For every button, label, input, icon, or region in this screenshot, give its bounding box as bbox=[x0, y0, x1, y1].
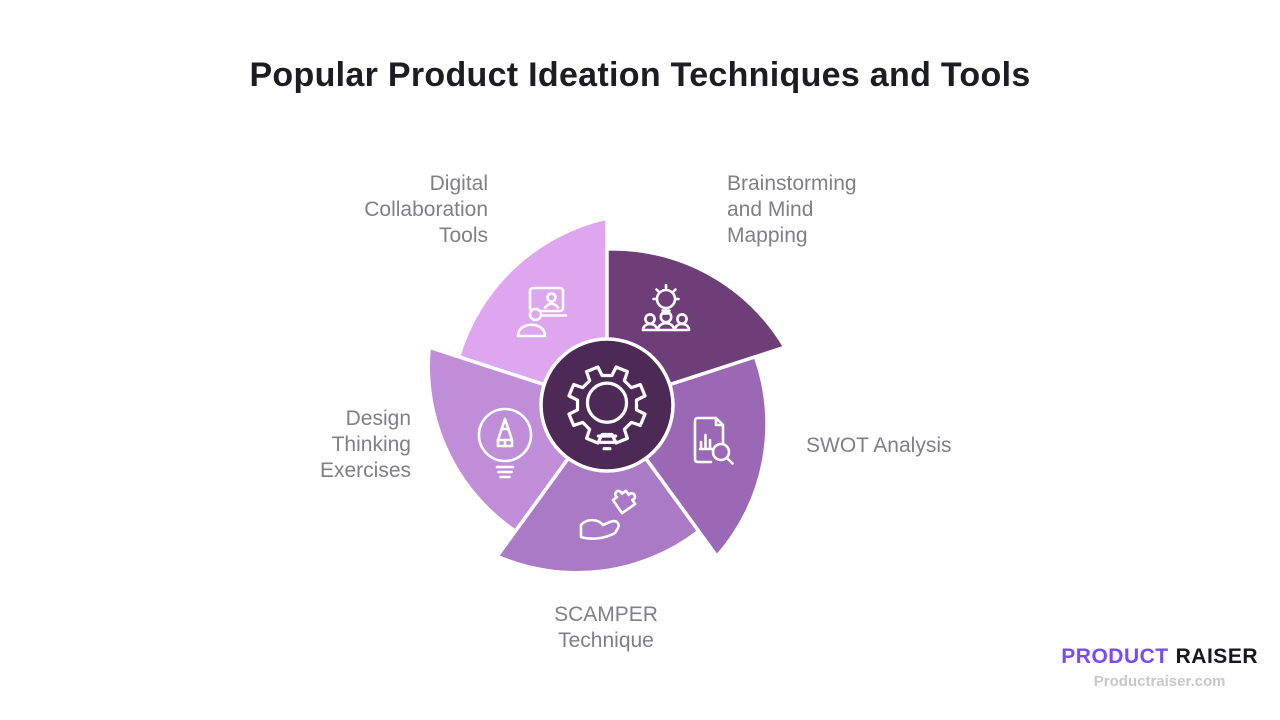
ideation-wheel-diagram bbox=[426, 216, 787, 575]
brand-logo-secondary: RAISER bbox=[1175, 645, 1258, 668]
report-magnifier-icon bbox=[693, 416, 734, 465]
brand-logo: PRODUCT RAISER bbox=[1061, 645, 1258, 669]
hand-puzzle-icon bbox=[579, 489, 637, 540]
label-swot-analysis: SWOT Analysis bbox=[806, 434, 952, 457]
brand-footer: PRODUCT RAISER Productraiser.com bbox=[1061, 645, 1258, 690]
label-scamper-technique: SCAMPER Technique bbox=[554, 603, 658, 652]
website-link[interactable]: Productraiser.com bbox=[1093, 673, 1226, 690]
gear-lightbulb-icon bbox=[567, 365, 647, 451]
label-digital-collaboration-tools: Digital Collaboration Tools bbox=[364, 172, 488, 247]
center-hub bbox=[539, 337, 675, 473]
video-call-icon bbox=[516, 286, 568, 338]
brand-logo-primary: PRODUCT bbox=[1061, 645, 1169, 668]
team-idea-icon bbox=[641, 283, 691, 332]
label-design-thinking-exercises: Design Thinking Exercises bbox=[319, 407, 411, 482]
page-title: Popular Product Ideation Techniques and … bbox=[249, 56, 1031, 94]
bulb-pencil-icon bbox=[477, 407, 533, 479]
label-brainstorming-and-mind-mapping: Brainstorming and Mind Mapping bbox=[727, 172, 857, 247]
